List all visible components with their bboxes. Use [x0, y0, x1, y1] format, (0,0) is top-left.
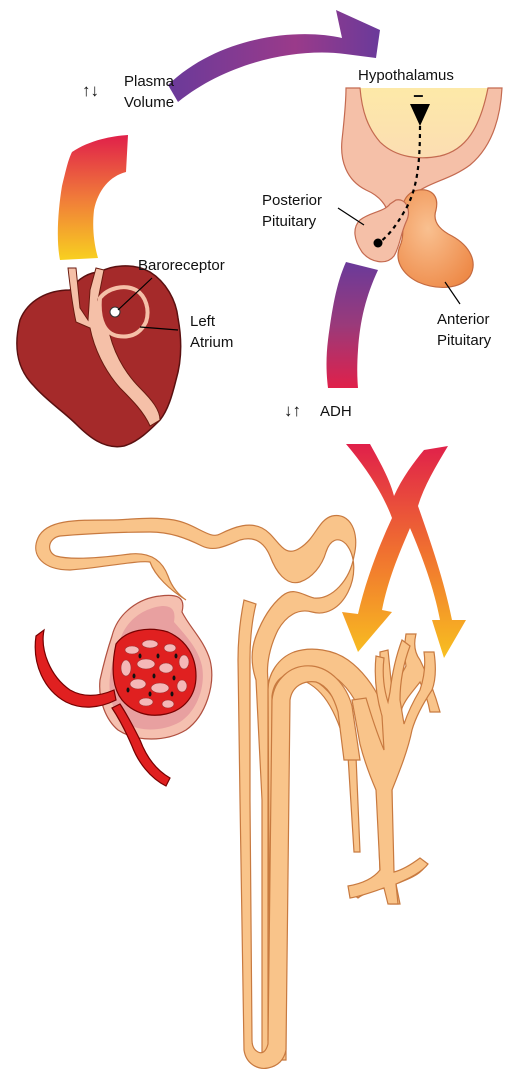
- plasma-label-line2: Volume: [124, 94, 174, 111]
- anterior-label-line1: Anterior: [437, 311, 490, 328]
- left-atrium: [100, 287, 148, 336]
- baroreceptor-label: Baroreceptor: [138, 257, 225, 274]
- adh-label: ADH: [320, 403, 352, 420]
- plasma-label-line1: Plasma: [124, 73, 175, 90]
- plasma-arrows-icon: ↑↓: [82, 81, 99, 100]
- posterior-pituitary-leader: [338, 208, 364, 225]
- left-atrium-label-line2: Atrium: [190, 334, 233, 351]
- adh-release-arc: [327, 262, 379, 388]
- plasma-volume-arc: [58, 135, 128, 260]
- heart: [17, 266, 181, 447]
- neuron-terminal-dot: [374, 239, 383, 248]
- posterior-label-line1: Posterior: [262, 192, 322, 209]
- anterior-pituitary: [398, 190, 473, 288]
- anterior-label-line2: Pituitary: [437, 332, 492, 349]
- left-atrium-label-line1: Left: [190, 313, 216, 330]
- baroreceptor-dot-icon: [110, 307, 120, 317]
- adh-arrows-icon: ↓↑: [284, 401, 301, 420]
- hypothalamus-label: Hypothalamus: [358, 67, 454, 84]
- posterior-label-line2: Pituitary: [262, 213, 317, 230]
- adh-forked-arrow: [342, 444, 466, 658]
- inhibit-sign: −: [413, 86, 424, 106]
